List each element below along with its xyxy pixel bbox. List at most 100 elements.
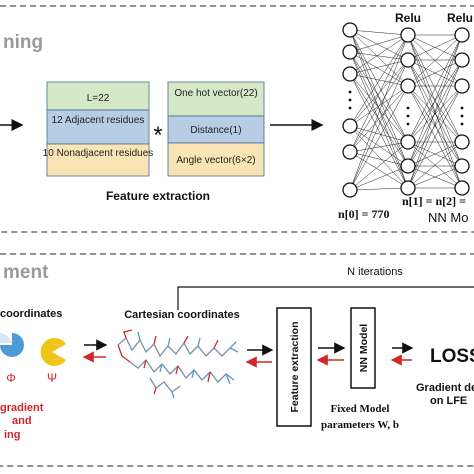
nn-ellipsis-dot: [348, 90, 352, 94]
nn-node-layer-2: [454, 158, 470, 174]
nn-connection: [349, 59, 409, 191]
nn-connection: [407, 59, 463, 87]
n0-label: n[0] = 770: [338, 207, 390, 221]
nn-connection: [349, 51, 409, 87]
nn-ellipsis-dot: [348, 98, 352, 102]
nn-connection: [349, 141, 409, 191]
nn-model-box: [350, 307, 376, 389]
nn-connection: [349, 59, 409, 75]
top-section-frame: [0, 5, 474, 233]
group1-item-adjacent: 12 Adjacent residues: [52, 115, 145, 126]
feature-extraction-box-label: Feature extraction: [289, 321, 301, 412]
nn-connection: [349, 141, 409, 153]
n-iterations-label: N iterations: [347, 266, 403, 278]
psi-symbol: Ψ: [47, 371, 57, 385]
group2-item-onehot: One hot vector(22): [174, 88, 257, 99]
feature-group-1: L=22 12 Adjacent residues 10 Nonadjacent…: [43, 81, 154, 177]
nn-model-label: NN Mo: [428, 210, 468, 225]
group1-item-length: L=22: [87, 93, 110, 104]
feature-group-2: One hot vector(22) Distance(1) Angle vec…: [167, 81, 265, 177]
nn-connection: [407, 59, 463, 189]
feature-extraction-label: Feature extraction: [106, 189, 210, 203]
nn-connection: [349, 51, 409, 167]
nn-connection: [407, 85, 463, 167]
bottom-section-title: ment: [3, 262, 49, 283]
neural-network: [342, 22, 470, 198]
gradient-text-1: gradient: [0, 402, 44, 414]
nn-connection: [407, 141, 463, 189]
nn-connection: [349, 29, 409, 87]
nn-node-layer-1: [400, 27, 416, 43]
gradient-text-3: ing: [4, 429, 21, 441]
nn-node-layer-0: [342, 118, 358, 134]
nn-connection: [407, 59, 463, 167]
nn-connection: [407, 85, 463, 189]
nn-connection: [349, 51, 409, 143]
nn-node-layer-1: [400, 78, 416, 94]
nn-node-layer-2: [454, 52, 470, 68]
nn-node-layer-0: [342, 144, 358, 160]
nn-node-layer-2: [454, 27, 470, 43]
nn-ellipsis-dot: [406, 114, 410, 118]
nn-ellipsis-dot: [348, 106, 352, 110]
nn-connection: [349, 51, 409, 61]
nn-connection: [349, 34, 409, 153]
nn-connection: [349, 29, 409, 143]
nn-connection: [407, 34, 463, 61]
nn-node-layer-0: [342, 182, 358, 198]
nn-ellipsis-dot: [460, 114, 464, 118]
nn-connection: [407, 34, 463, 87]
nn-connection: [349, 125, 409, 189]
nn-connection: [349, 59, 409, 153]
nn-ellipsis-dot: [460, 122, 464, 126]
nn-ellipsis-dot: [406, 106, 410, 110]
nn-node-layer-2: [454, 180, 470, 196]
cartesian-label: Cartesian coordinates: [124, 309, 240, 321]
relu-label-1: Relu: [395, 11, 421, 25]
nn-connection: [349, 34, 409, 75]
nn-connection: [349, 34, 409, 191]
nn-connection: [349, 73, 409, 87]
top-section-title: ning: [3, 32, 43, 53]
loss-label: LOSS: [430, 346, 474, 367]
nn-node-layer-0: [342, 44, 358, 60]
group2-item-angle: Angle vector(6×2): [176, 155, 255, 166]
feature-extraction-box: [276, 307, 312, 427]
nn-connection: [349, 85, 409, 191]
nn-node-layer-2: [454, 134, 470, 150]
nn-node-layer-1: [400, 180, 416, 196]
molecule-chain-icon: [117, 329, 239, 399]
nn-connection: [349, 165, 409, 191]
nn-connection: [349, 29, 409, 167]
nn-connection: [349, 187, 409, 191]
group1-item-nonadjacent: 10 Nonadjacent residues: [43, 148, 154, 159]
phi-pie-icon: [0, 333, 24, 357]
nn-ellipsis-dot: [460, 106, 464, 110]
fixed-model-text-2: parameters W, b: [321, 419, 399, 431]
nn-model-box-label: NN Model: [358, 324, 370, 372]
multiply-symbol: *: [153, 122, 162, 149]
fixed-model-text-1: Fixed Model: [331, 403, 390, 415]
n12-label: n[1] = n[2] =: [402, 194, 466, 208]
gradient-text-2: and: [12, 415, 32, 427]
phi-symbol: Φ: [6, 371, 16, 385]
relu-label-2: Relu: [447, 11, 473, 25]
nn-node-layer-1: [400, 134, 416, 150]
nn-connection: [349, 34, 409, 127]
nn-connection: [407, 165, 463, 189]
nn-connection: [407, 85, 463, 143]
iteration-loop-line: [177, 286, 474, 310]
coordinates-label: coordinates: [0, 308, 62, 320]
nn-connection: [349, 151, 409, 167]
nn-node-layer-0: [342, 22, 358, 38]
nn-connection: [349, 73, 409, 167]
nn-connection: [349, 34, 409, 53]
nn-node-layer-1: [400, 158, 416, 174]
nn-connection: [349, 125, 409, 143]
nn-node-layer-2: [454, 78, 470, 94]
nn-node-layer-0: [342, 66, 358, 82]
nn-connection: [407, 34, 463, 189]
nn-connection: [407, 34, 463, 167]
nn-connection: [407, 34, 463, 143]
